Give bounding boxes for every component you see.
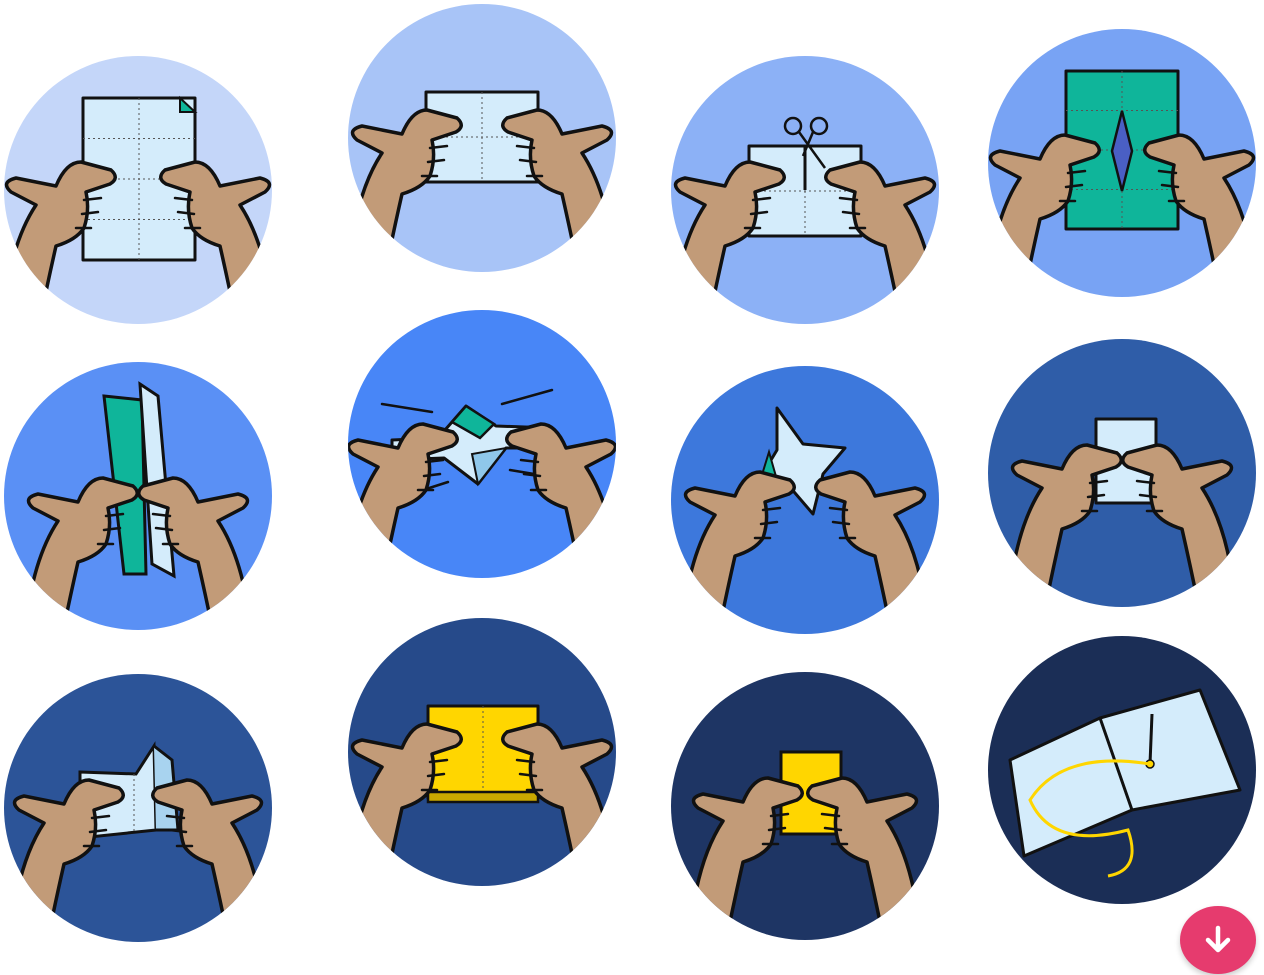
small-booklet-icon	[988, 339, 1256, 623]
download-button[interactable]	[1180, 906, 1256, 974]
scissors-cut-icon	[670, 56, 940, 340]
wrapped-booklet-icon	[671, 672, 939, 956]
needle-thread-book-icon	[988, 636, 1256, 904]
yellow-cover-icon	[347, 618, 617, 902]
folded-strip-icon	[4, 362, 272, 656]
star-fold-icon	[671, 366, 939, 650]
push-together-icon	[343, 310, 621, 602]
folded-sheet-icon	[347, 4, 617, 288]
sheet-with-fold-lines-icon	[1, 56, 275, 340]
arrow-down-icon	[1198, 920, 1238, 960]
booklet-pages-icon	[4, 674, 272, 958]
opened-slit-sheet-icon	[985, 29, 1259, 313]
